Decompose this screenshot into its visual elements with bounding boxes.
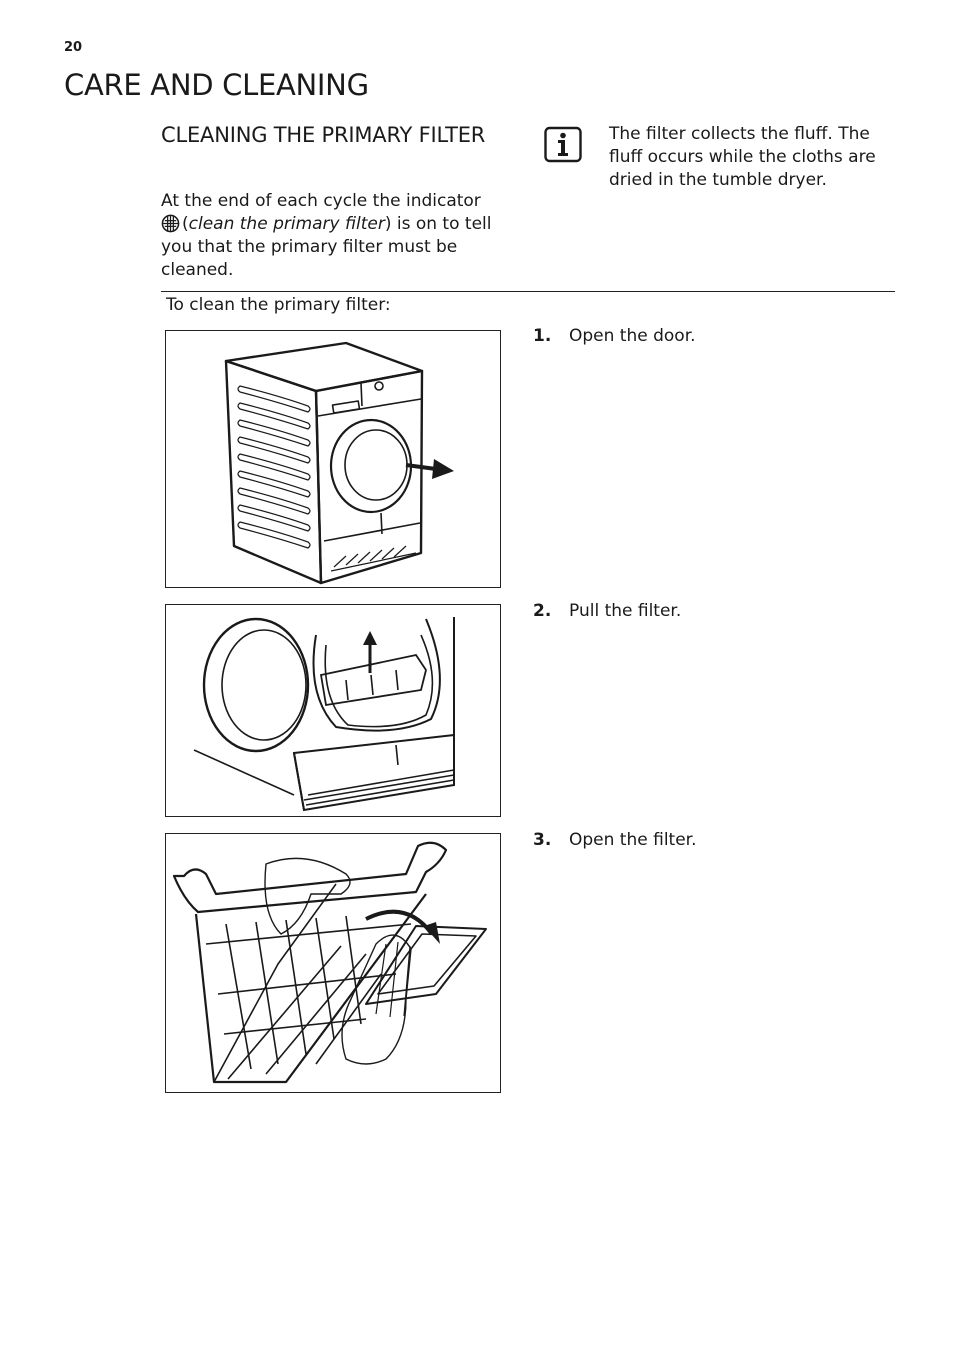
filter-open-illustration [172,841,487,1084]
step-1: 1. Open the door. [533,326,696,346]
step-text: Open the door. [569,326,696,346]
figure-open-filter [165,833,501,1093]
step-number: 2. [533,601,552,621]
step-text: Pull the filter. [569,601,682,621]
figure-open-door [165,330,501,588]
info-note: The filter collects the fluff. The fluff… [609,124,876,190]
intro-paren-open: ( [182,214,189,234]
filter-indicator-icon [161,214,180,233]
intro-paragraph: At the end of each cycle the indicator (… [161,190,506,282]
step-number: 1. [533,326,552,346]
instructions-lead: To clean the primary filter: [166,295,391,315]
intro-indicator-name: clean the primary filter [188,214,385,234]
intro-text-end: ) is on to tell you that the primary fil… [161,214,492,280]
info-icon [544,125,582,163]
section-heading: CLEANING THE PRIMARY FILTER [161,123,486,147]
step-number: 3. [533,830,552,850]
section-divider [161,291,895,292]
figure-pull-filter [165,604,501,817]
intro-text-start: At the end of each cycle the indicator [161,191,481,211]
filter-pull-illustration [193,617,455,812]
page-number: 20 [64,40,83,55]
step-2: 2. Pull the filter. [533,601,681,621]
page-title: CARE AND CLEANING [64,68,369,102]
dryer-illustration [224,341,454,585]
step-text: Open the filter. [569,830,697,850]
step-3: 3. Open the filter. [533,830,697,850]
